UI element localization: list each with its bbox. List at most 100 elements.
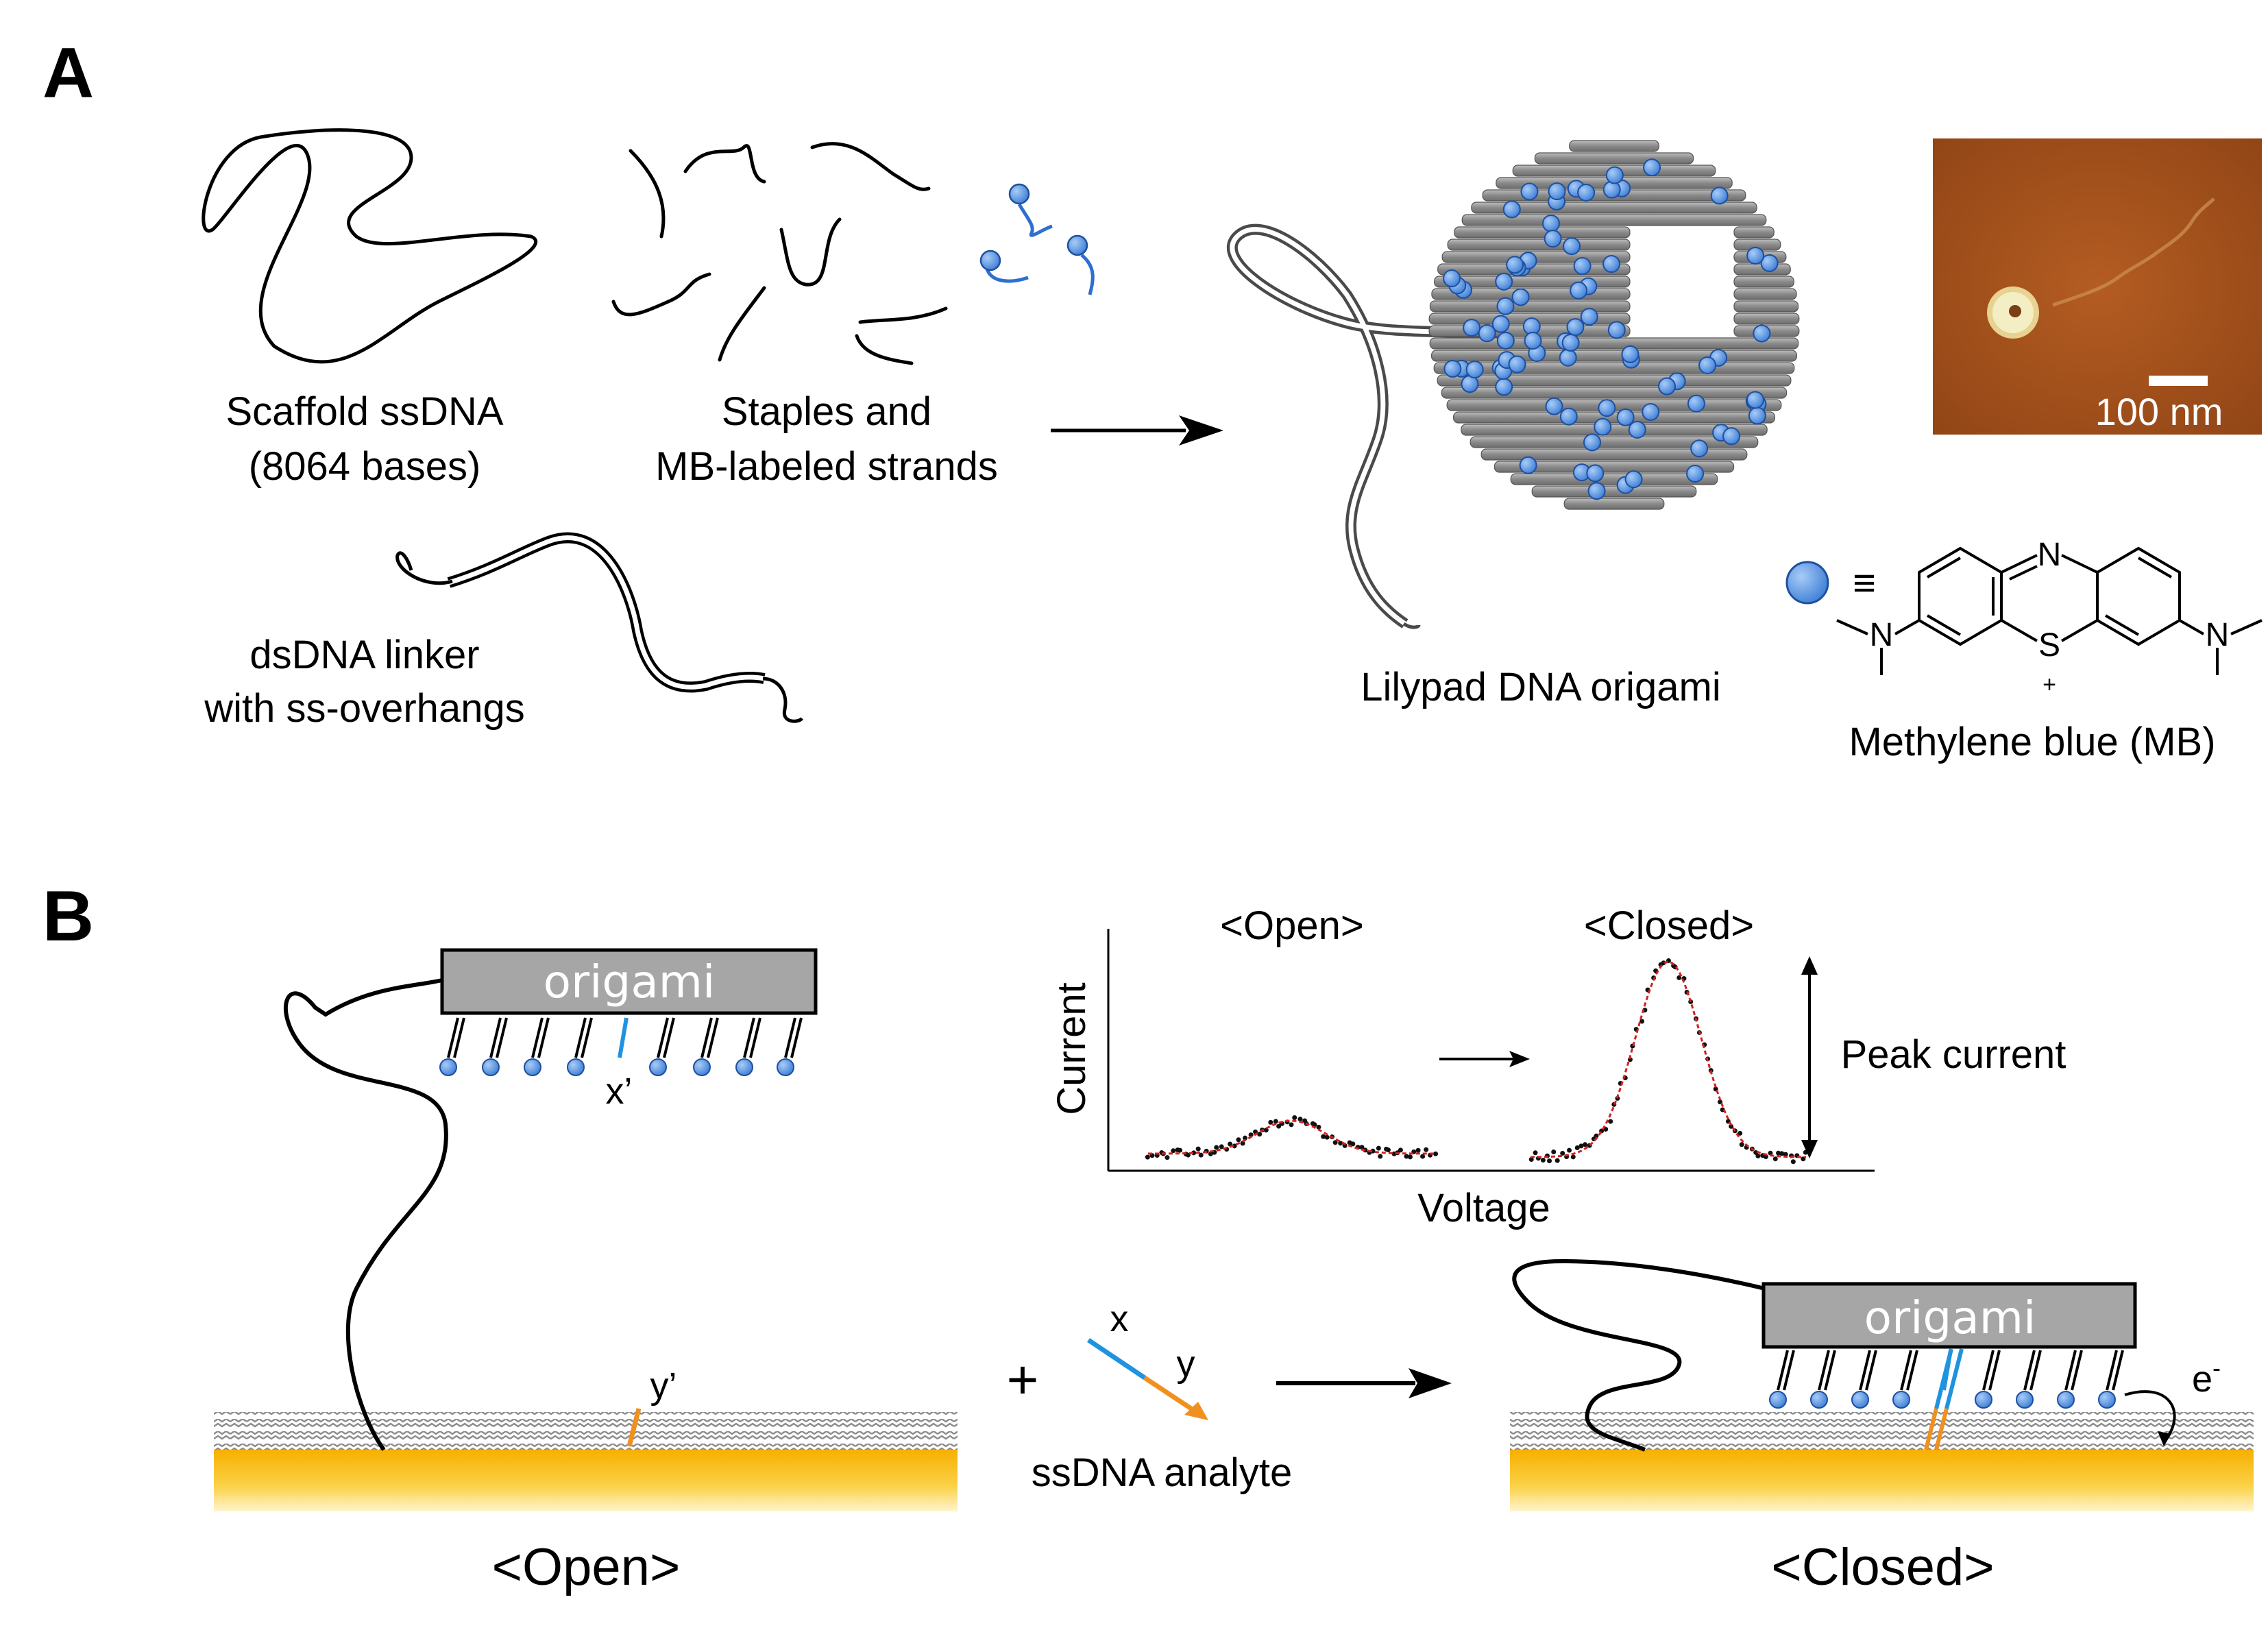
data-point <box>1407 1154 1413 1160</box>
mb-label: Methylene blue (MB) <box>1849 720 2215 764</box>
fit-line <box>1530 960 1807 1158</box>
probe-strand <box>2064 1350 2077 1391</box>
mb-probe-sphere <box>1892 1391 1910 1409</box>
origami-helix <box>1733 226 1775 239</box>
mb-label-sphere <box>1690 439 1709 458</box>
data-point <box>1232 1143 1237 1149</box>
origami-helix <box>1733 300 1799 313</box>
mb-label-sphere <box>1478 324 1496 343</box>
mb-label-sphere <box>1563 237 1581 256</box>
mb-label-sphere <box>1722 427 1741 446</box>
mb-label-sphere <box>1624 470 1643 489</box>
closed-tether <box>1512 1258 1766 1452</box>
mb-label-sphere <box>1545 397 1563 415</box>
mb-label-sphere <box>1746 391 1764 409</box>
probe-strand <box>749 1017 761 1058</box>
mb-atom-n-top: N <box>2038 537 2062 573</box>
data-point <box>1433 1151 1439 1156</box>
mb-labeled-strands <box>979 183 1095 295</box>
mb-label-sphere <box>1621 345 1639 363</box>
scale-bar <box>2149 376 2208 386</box>
closed-origami-label: origami <box>1864 1291 2036 1344</box>
data-point <box>1567 1147 1572 1153</box>
data-point <box>1415 1147 1421 1153</box>
mb-label-sphere <box>1607 321 1626 339</box>
mb-label-sphere <box>1443 359 1462 378</box>
origami-helix <box>1733 313 1800 325</box>
mb-probe-sphere <box>482 1058 500 1076</box>
mb-label-sphere <box>1687 394 1705 413</box>
analyte-label: ssDNA analyte <box>1032 1450 1292 1495</box>
data-point <box>1547 1158 1552 1164</box>
data-point <box>1228 1141 1233 1147</box>
mb-atom-n-right: N <box>2206 617 2230 653</box>
mb-probe-sphere <box>735 1058 753 1076</box>
mb-label-sphere <box>1520 182 1539 201</box>
afm-image: 100 nm <box>1933 138 2262 435</box>
mb-label-sphere <box>1496 297 1515 315</box>
closed-electrode <box>1510 1412 2254 1511</box>
mb-label-sphere <box>1616 408 1635 426</box>
mb-label-sphere <box>1548 182 1566 201</box>
data-point <box>1289 1122 1294 1128</box>
mb-label-sphere <box>1602 255 1621 273</box>
probe-strand <box>1900 1350 1912 1391</box>
mb-label-sphere <box>1511 288 1530 306</box>
probe-strand <box>1824 1350 1836 1391</box>
data-point <box>1404 1154 1409 1159</box>
lilypad-origami-disk <box>1428 140 1800 510</box>
linker-label-line2: with ss-overhangs <box>204 686 524 731</box>
electron-arrowhead <box>2158 1431 2171 1446</box>
electron-label: e- <box>2192 1354 2221 1400</box>
open-origami-label: origami <box>544 956 716 1008</box>
data-point <box>1214 1145 1219 1150</box>
origami-helix <box>1447 239 1631 251</box>
data-point <box>1297 1117 1303 1122</box>
data-point <box>1528 1157 1534 1163</box>
data-point <box>1554 1158 1560 1163</box>
mb-label-sphere <box>1465 361 1484 379</box>
data-point <box>1594 1133 1599 1139</box>
probe-strand <box>496 1017 508 1058</box>
data-point <box>1276 1123 1282 1129</box>
mb-label-sphere <box>1506 256 1524 274</box>
mb-label-sphere <box>1542 214 1561 232</box>
probe-strand <box>784 1017 796 1058</box>
yprime-label: y’ <box>650 1365 677 1407</box>
y-label: y <box>1177 1343 1195 1385</box>
mb-sphere-icon <box>1785 561 1829 605</box>
origami-helix <box>1461 214 1767 226</box>
mb-label-sphere <box>1760 254 1779 272</box>
panel-b-label: B <box>42 877 94 956</box>
mb-label-sphere <box>1463 319 1481 337</box>
reaction-arrow <box>1276 1368 1452 1398</box>
probe-strand <box>1783 1350 1795 1391</box>
origami-helix <box>1470 436 1759 448</box>
probe-strand <box>2071 1350 2083 1391</box>
closed-curve-title: <Closed> <box>1584 903 1754 948</box>
mb-label-sphere <box>1583 433 1601 452</box>
mb-label-sphere <box>1544 230 1562 248</box>
data-point <box>1208 1151 1213 1156</box>
open-curve-title: <Open> <box>1220 903 1364 948</box>
probe-strand <box>1906 1350 1918 1391</box>
dsdna-linker <box>395 532 804 723</box>
mb-label-sphere <box>1496 331 1515 350</box>
electron-transfer-arrow <box>2124 1390 2176 1441</box>
data-point <box>1236 1137 1241 1143</box>
plus-sign: + <box>1007 1349 1039 1410</box>
data-point <box>1608 1119 1613 1124</box>
mb-label-sphere <box>1602 180 1621 199</box>
data-point <box>1171 1148 1176 1154</box>
mb-label-sphere <box>1598 399 1616 417</box>
probe-strand <box>489 1017 502 1058</box>
probe-strand <box>1982 1350 1995 1391</box>
mb-probe-sphere <box>567 1058 585 1076</box>
mb-label-sphere <box>1495 272 1513 291</box>
peak-current-label: Peak current <box>1841 1032 2066 1077</box>
data-point <box>1398 1147 1403 1153</box>
panel-a-label: A <box>42 34 94 113</box>
assembly-arrow <box>1051 415 1223 446</box>
mb-label-sphere <box>1566 318 1585 337</box>
